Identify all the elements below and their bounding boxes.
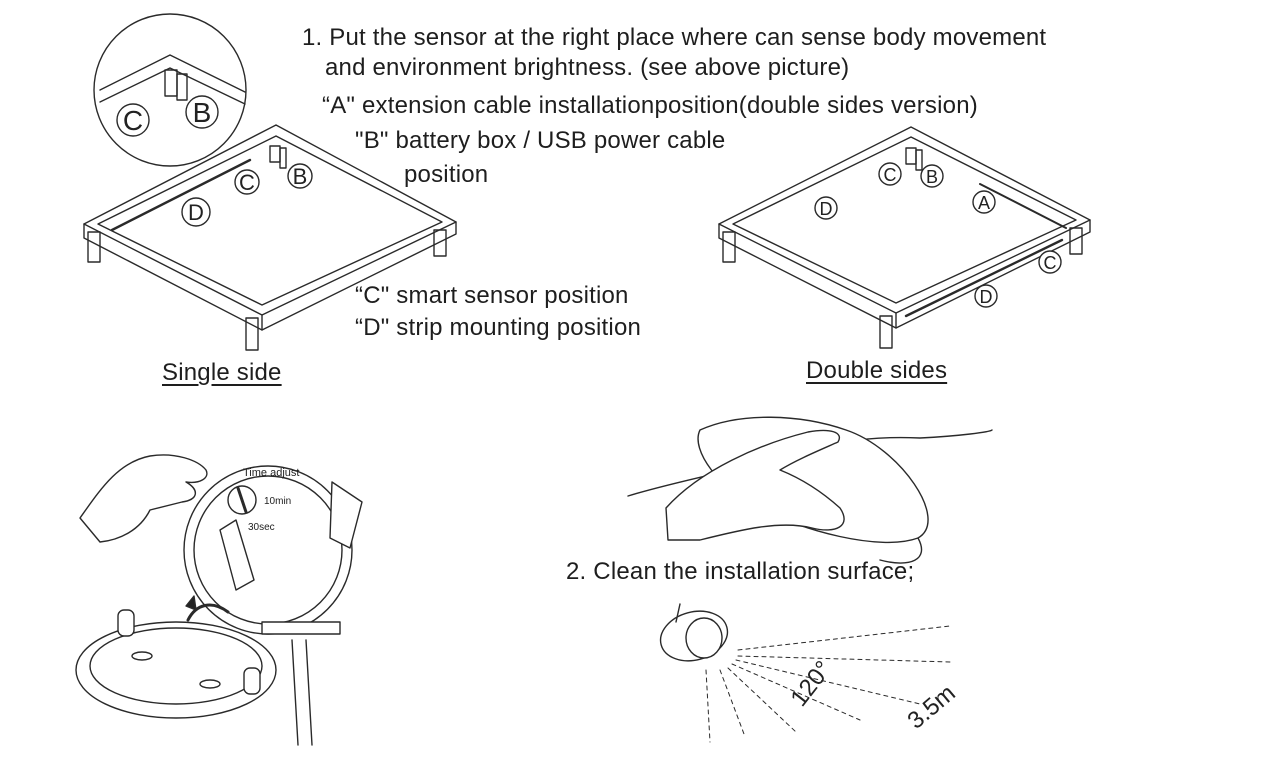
detection-angle-label: 120°: [785, 656, 837, 712]
dial-max-label: 10min: [264, 496, 291, 507]
callout-c-single-label: C: [239, 170, 255, 195]
callout-d-double-top: [814, 196, 838, 220]
double-sides-frame-drawing: [718, 126, 1091, 349]
caption-double-sides: Double sides: [806, 357, 948, 384]
label-d-text: “D" strip mounting position: [355, 314, 642, 341]
callout-c-double-top: [878, 162, 902, 186]
label-a-text: “A" extension cable installationposition…: [322, 92, 978, 119]
callout-c-double-side: [1038, 250, 1062, 274]
callout-a-double: [972, 190, 996, 214]
label-b-text: "B" battery box / USB power cable: [355, 127, 726, 154]
callout-b-double: [920, 164, 944, 188]
callout-d-double-bottom-label: D: [980, 287, 993, 307]
detection-range-label: 3.5m: [903, 680, 961, 735]
callout-c-double-top-label: C: [884, 165, 897, 185]
dial-min-label: 30sec: [248, 522, 275, 533]
callout-d-double-top-label: D: [820, 199, 833, 219]
callout-b-double-label: B: [926, 167, 938, 187]
label-b-text-cont: position: [404, 161, 489, 188]
callout-b-single-label: B: [293, 164, 308, 189]
step1-line1: 1. Put the sensor at the right place whe…: [302, 24, 1047, 51]
callout-b-single: [287, 163, 313, 189]
corner-magnifier-drawing: [93, 13, 247, 167]
label-c-text: “C" smart sensor position: [355, 282, 629, 309]
callout-c-magnified: [116, 103, 150, 137]
step2-text: 2. Clean the installation surface;: [566, 558, 915, 585]
callout-b-magnified: [185, 95, 219, 129]
callout-a-double-label: A: [978, 193, 990, 213]
step1-line2: and environment brightness. (see above p…: [325, 54, 850, 81]
callout-c-single: [234, 169, 260, 195]
sensor-detection-drawing: [659, 603, 951, 743]
callout-b-magnified-label: B: [193, 97, 212, 128]
callout-d-single-label: D: [188, 200, 204, 225]
callout-c-magnified-label: C: [123, 105, 143, 136]
dial-title: Time adjust: [243, 467, 299, 479]
cleaning-hand-drawing: [627, 416, 993, 564]
callout-d-single: [181, 197, 211, 227]
single-side-frame-drawing: [83, 124, 457, 351]
callout-d-double-bottom: [974, 284, 998, 308]
callout-c-double-side-label: C: [1044, 253, 1057, 273]
sensor-mount-drawing: [75, 454, 363, 746]
caption-single-side: Single side: [162, 359, 282, 386]
